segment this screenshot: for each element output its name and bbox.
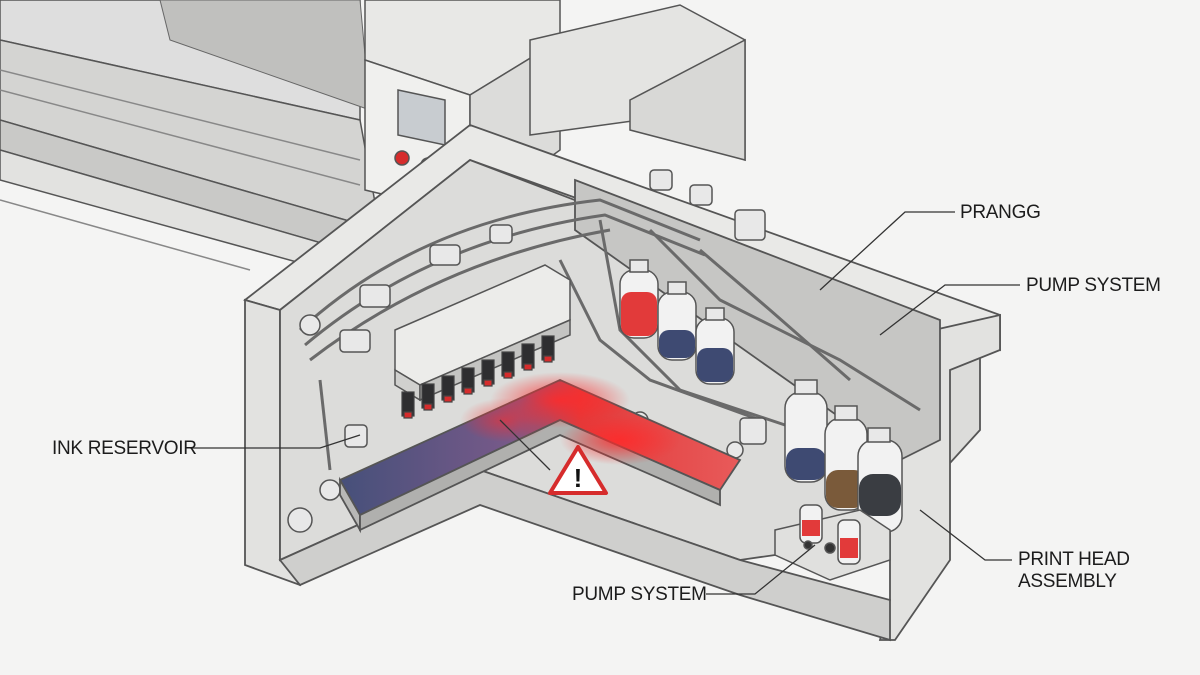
- ink-reservoir-trough: [338, 372, 742, 534]
- warning-triangle-icon: !: [548, 445, 608, 495]
- leader-prangg: [819, 211, 955, 291]
- leader-ink-reservoir: [190, 434, 361, 449]
- label-pump-system-top: PUMP SYSTEM: [1026, 275, 1161, 296]
- upper-housing: [529, 4, 746, 162]
- label-print-head-line1: PRINT HEAD: [1018, 549, 1130, 570]
- red-button-icon: [394, 150, 410, 166]
- leader-pump-top: [879, 284, 1020, 336]
- leader-pump-bottom: [706, 544, 816, 595]
- print-head-nozzles: [401, 335, 555, 419]
- pump-units: [774, 504, 891, 581]
- bottle-black: [857, 427, 903, 533]
- label-print-head-line2: ASSEMBLY: [1018, 571, 1117, 592]
- printer-body: [0, 0, 381, 286]
- bottle-navy-3: [784, 379, 828, 483]
- leader-print-head: [919, 509, 1012, 561]
- warning-symbol: !: [574, 463, 583, 493]
- leader-warning: [499, 419, 551, 471]
- leader-lines: [190, 211, 1020, 595]
- ink-bottles-lower: [784, 379, 903, 533]
- ink-bottles-upper: [619, 259, 735, 385]
- label-pump-system-bottom: PUMP SYSTEM: [572, 584, 707, 605]
- bottle-brown: [824, 405, 868, 511]
- label-prangg: PRANGG: [960, 202, 1041, 223]
- label-ink-reservoir: INK RESERVOIR: [52, 438, 197, 459]
- bottle-navy-2: [695, 307, 735, 385]
- bottle-red: [619, 259, 659, 339]
- bottle-navy-1: [657, 281, 697, 361]
